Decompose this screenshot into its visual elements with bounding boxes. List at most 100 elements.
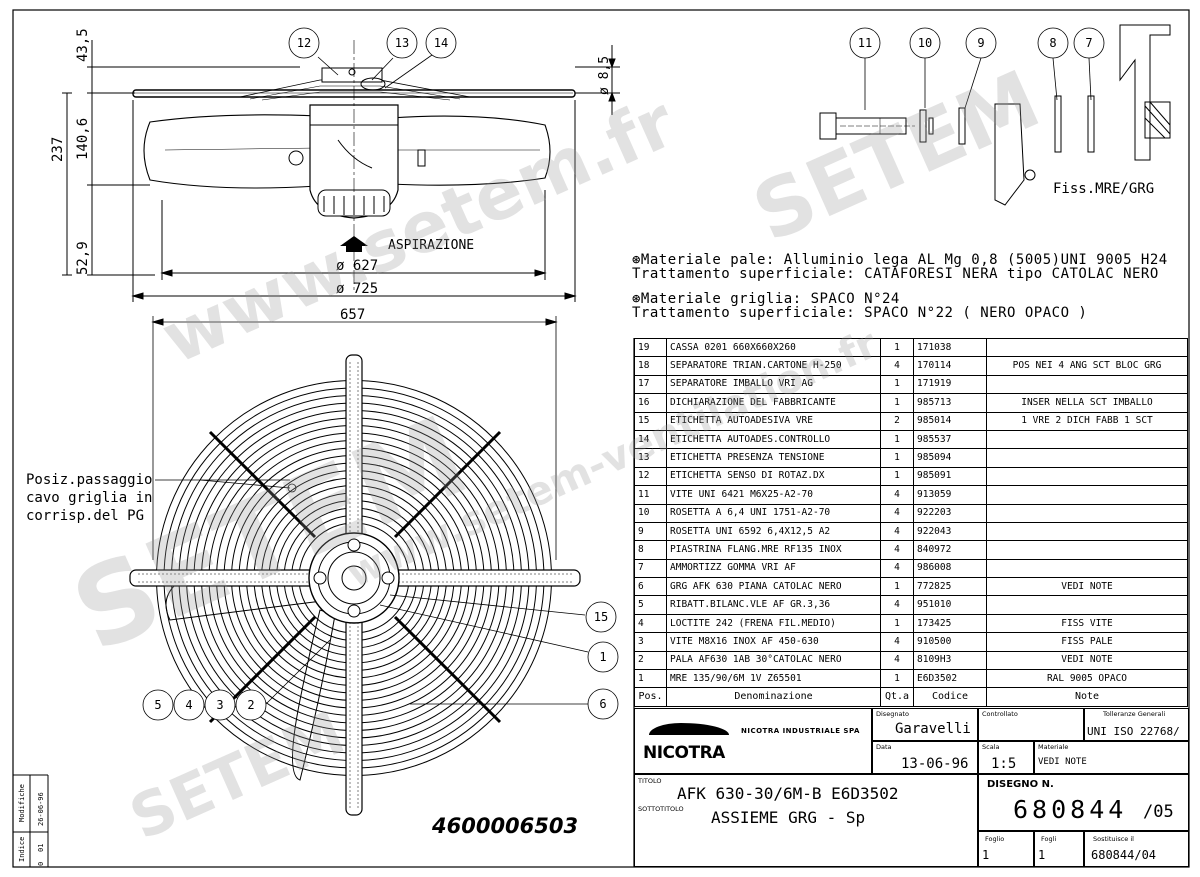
tolleranze-cell: Tolleranze Generali UNI ISO 22768/ [1084, 708, 1189, 741]
table-cell-pos: 1 [634, 669, 667, 689]
table-cell-name: AMMORTIZZ GOMMA VRI AF [666, 558, 881, 579]
disegno-cell: DISEGNO N. 680844 /05 [978, 774, 1189, 831]
table-cell-code: 910500 [913, 632, 987, 652]
table-cell-name: PIASTRINA FLANG.MRE RF135 INOX [666, 540, 881, 560]
table-cell-note: POS NEI 4 ANG SCT BLOC GRG [986, 356, 1188, 376]
table-cell-code: 173425 [913, 613, 987, 634]
table-cell-qty: 4 [880, 356, 914, 376]
table-cell-qty: 1 [880, 429, 914, 450]
table-cell-pos: 18 [634, 356, 667, 376]
table-cell-qty: 2 [880, 411, 914, 431]
disegno-label: DISEGNO N. [987, 779, 1054, 790]
table-cell-pos: 11 [634, 485, 667, 505]
table-cell-pos: 8 [634, 540, 667, 560]
materiale-value: VEDI NOTE [1038, 757, 1087, 767]
table-cell-pos: 7 [634, 558, 667, 579]
table-cell-note [986, 466, 1188, 487]
callout-6: 6 [599, 697, 606, 711]
table-cell-qty: 4 [880, 485, 914, 505]
table-cell-code: 985094 [913, 448, 987, 468]
table-cell-code: 170114 [913, 356, 987, 376]
table-cell-note [986, 374, 1188, 395]
data-label: Data [876, 743, 892, 751]
callout-7: 7 [1085, 36, 1092, 50]
table-cell-qty: 1 [880, 669, 914, 689]
table-cell-pos: 16 [634, 393, 667, 413]
materiale-cell: Materiale VEDI NOTE [1034, 741, 1189, 774]
dim-8-5: ø 8,5 [597, 56, 612, 95]
table-cell-code: 985713 [913, 393, 987, 413]
table-cell-note [986, 540, 1188, 560]
table-cell-name: SEPARATORE TRIAN.CARTONE H-250 [666, 356, 881, 376]
table-cell-pos: 3 [634, 632, 667, 652]
table-cell-note [986, 503, 1188, 523]
table-cell-code: 171038 [913, 337, 987, 358]
tolleranze-value: UNI ISO 22768/ [1087, 725, 1180, 738]
table-cell-pos: 19 [634, 337, 667, 358]
header-pos: Pos. [634, 687, 667, 707]
callout-11: 11 [858, 36, 872, 50]
dim-657: 657 [340, 307, 365, 323]
titolo-label: TITOLO [638, 777, 662, 785]
dim-43-5: 43,5 [75, 28, 91, 62]
callout-2: 2 [247, 698, 254, 712]
table-cell-name: CASSA 0201 660X660X260 [666, 337, 881, 358]
table-cell-code: 772825 [913, 577, 987, 597]
sostituisce-label: Sostituisce il [1093, 835, 1134, 843]
table-cell-code: 922203 [913, 503, 987, 523]
scala-label: Scala [982, 743, 1000, 751]
material-note-3: ⊛Materiale griglia: SPACO N°24 [632, 291, 900, 307]
dim-237: 237 [50, 137, 66, 162]
table-cell-name: RIBATT.BILANC.VLE AF GR.3,36 [666, 595, 881, 615]
table-cell-name: ETICHETTA AUTOADESIVA VRE [666, 411, 881, 431]
table-cell-note [986, 558, 1188, 579]
table-cell-note [986, 448, 1188, 468]
fogli-label: Fogli [1041, 835, 1057, 843]
table-cell-note [986, 337, 1188, 358]
table-cell-code: 913059 [913, 485, 987, 505]
titolo-cell: TITOLO AFK 630-30/6M-B E6D3502 SOTTOTITO… [634, 774, 978, 867]
table-cell-pos: 4 [634, 613, 667, 634]
table-cell-code: 840972 [913, 540, 987, 560]
table-cell-note: FISS VITE [986, 613, 1188, 634]
table-cell-code: 985091 [913, 466, 987, 487]
table-cell-note: VEDI NOTE [986, 650, 1188, 671]
table-cell-pos: 10 [634, 503, 667, 523]
callout-9: 9 [977, 36, 984, 50]
indice-label: Indice [18, 837, 26, 862]
foglio-cell: Foglio 1 [978, 831, 1034, 867]
table-cell-code: 171919 [913, 374, 987, 395]
table-cell-pos: 12 [634, 466, 667, 487]
header-code: Codice [913, 687, 987, 707]
revision-strip [13, 774, 49, 867]
table-cell-pos: 13 [634, 448, 667, 468]
sottotitolo-value: ASSIEME GRG - Sp [711, 808, 866, 827]
table-cell-code: 922043 [913, 521, 987, 542]
table-cell-pos: 6 [634, 577, 667, 597]
table-cell-name: ETICHETTA PRESENZA TENSIONE [666, 448, 881, 468]
revision-index: 01 [37, 844, 45, 852]
table-cell-code: 986008 [913, 558, 987, 579]
cable-note-2: cavo griglia in [26, 490, 153, 506]
table-cell-note [986, 595, 1188, 615]
callouts [142, 27, 1105, 721]
parts-list-header: Pos. Denominazione Qt.a Codice Note [634, 687, 1188, 707]
table-cell-code: 951010 [913, 595, 987, 615]
table-cell-name: GRG AFK 630 PIANA CATOLAC NERO [666, 577, 881, 597]
table-cell-pos: 14 [634, 429, 667, 450]
table-cell-name: PALA AF630 1AB 30°CATOLAC NERO [666, 650, 881, 671]
table-cell-qty: 4 [880, 650, 914, 671]
header-qty: Qt.a [880, 687, 914, 707]
table-cell-qty: 4 [880, 632, 914, 652]
table-cell-qty: 1 [880, 466, 914, 487]
callout-15: 15 [594, 610, 608, 624]
